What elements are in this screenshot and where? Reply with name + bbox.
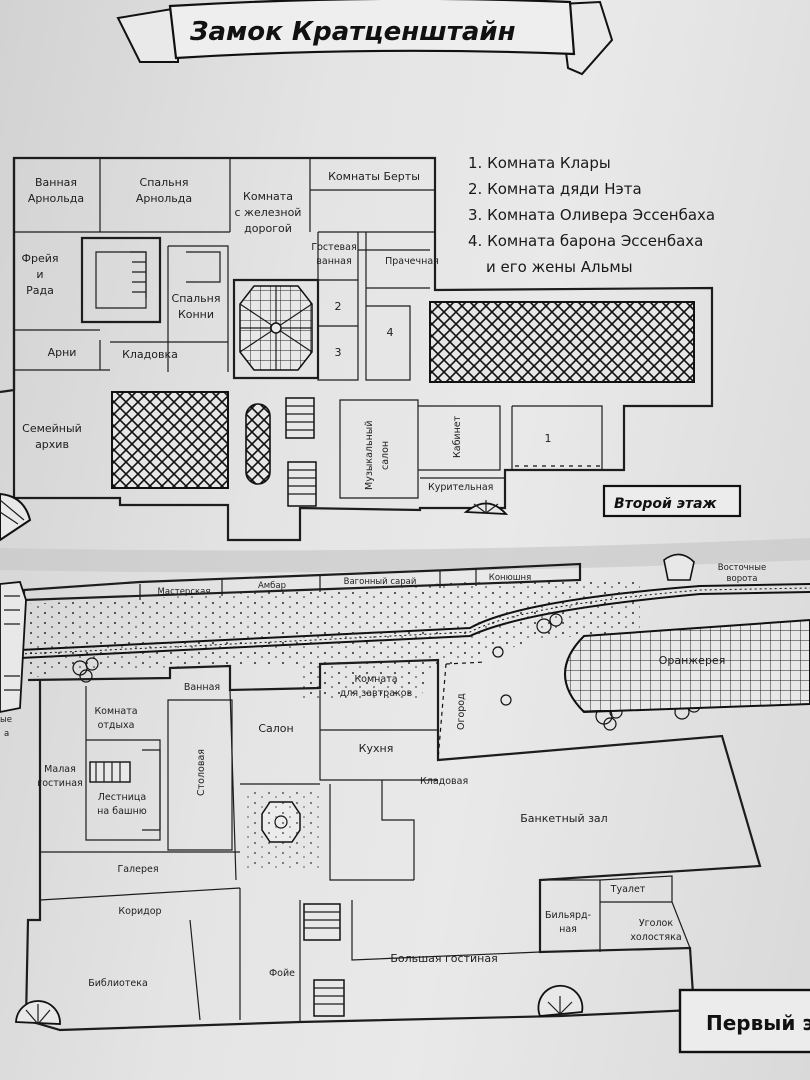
room-label: Рада: [26, 284, 54, 297]
room-number: 4: [387, 326, 394, 339]
room-label: Конюшня: [489, 573, 531, 583]
room-label: Семейный: [22, 422, 82, 435]
legend-item-3: 3. Комната Оливера Эссенбаха: [468, 206, 715, 224]
room-label: Огород: [456, 693, 467, 730]
room-label: салон: [380, 441, 391, 470]
first-floor-label: Первый э: [706, 1011, 810, 1035]
room-label: Спальня: [172, 292, 221, 305]
room-label: Туалет: [610, 884, 646, 895]
room-label: Галерея: [117, 864, 158, 875]
second-floor-room-labels: Ванная Арнольда Спальня Арнольда Комната…: [22, 170, 552, 493]
edge-text: ые: [0, 715, 12, 725]
room-number: 3: [335, 346, 342, 359]
second-floor-label: Второй этаж: [614, 496, 718, 512]
room-number: 2: [335, 300, 342, 313]
room-label: и: [36, 268, 43, 281]
room-label: Библиотека: [88, 978, 148, 989]
room-label: Мастерская: [158, 587, 211, 597]
room-label: Спальня: [140, 176, 189, 189]
room-legend: 1. Комната Клары 2. Комната дяди Нэта 3.…: [468, 154, 715, 276]
room-label: Комната: [243, 190, 293, 203]
room-label: Комната: [354, 674, 397, 685]
room-label: для завтраков: [340, 688, 413, 699]
room-label: Арнольда: [136, 192, 192, 205]
room-label: ная: [559, 924, 577, 935]
room-label: Салон: [258, 722, 293, 735]
room-label: Кухня: [359, 742, 394, 755]
room-label: Лестница: [98, 792, 146, 803]
room-label: Арни: [48, 346, 77, 359]
room-label: архив: [35, 438, 69, 451]
edge-text: а: [4, 729, 9, 739]
room-label: на башню: [97, 806, 147, 817]
room-label: Бильярд-: [545, 910, 591, 921]
room-label: Кладовка: [122, 348, 178, 361]
room-label: Комнаты Берты: [328, 170, 420, 183]
room-label: Прачечная: [385, 256, 439, 267]
room-label: Банкетный зал: [520, 812, 607, 825]
page-gutter: [0, 538, 810, 573]
room-label: Комната: [94, 706, 137, 717]
room-label: Кладовая: [420, 776, 468, 787]
room-label: холостяка: [630, 932, 681, 943]
room-label: Арнольда: [28, 192, 84, 205]
room-label: Восточные: [718, 563, 766, 573]
legend-item-1: 1. Комната Клары: [468, 154, 611, 172]
room-label: Кабинет: [452, 415, 463, 458]
title-banner: Замок Кратценштайн: [116, 0, 614, 76]
second-floor-plan: Второй этаж: [0, 156, 742, 542]
room-label: дорогой: [244, 222, 292, 235]
first-floor-plan: Первый э: [0, 553, 810, 1054]
room-label: Ванная: [35, 176, 77, 189]
room-label: Гостевая: [311, 242, 356, 253]
room-label: Фрейя: [22, 252, 59, 265]
room-label: Курительная: [428, 482, 493, 493]
room-label: Малая: [44, 764, 76, 775]
legend-item-4b: и его жены Альмы: [486, 258, 633, 276]
legend-item-4: 4. Комната барона Эссенбаха: [468, 232, 703, 250]
room-label: Фойе: [269, 968, 295, 979]
room-label: Столовая: [196, 749, 207, 796]
room-number: 1: [545, 432, 552, 445]
room-label: Большая гостиная: [390, 952, 497, 965]
legend-item-2: 2. Комната дяди Нэта: [468, 180, 642, 198]
room-label: Музыкальный: [364, 421, 375, 491]
room-label: Конни: [178, 308, 214, 321]
room-label: ванная: [316, 256, 351, 267]
room-label: Коридор: [118, 906, 161, 917]
page-title: Замок Кратценштайн: [189, 17, 516, 47]
first-floor-room-labels: Мастерская Амбар Вагонный сарай Конюшня …: [0, 563, 766, 989]
room-label: Оранжерея: [659, 654, 726, 667]
room-label: ворота: [727, 574, 758, 584]
room-label: Ванная: [184, 682, 220, 693]
room-label: с железной: [235, 206, 302, 219]
room-label: Вагонный сарай: [344, 577, 417, 587]
room-label: гостиная: [37, 778, 82, 789]
room-label: Уголок: [639, 918, 673, 929]
room-label: отдыха: [98, 720, 135, 731]
room-label: Амбар: [258, 581, 286, 591]
